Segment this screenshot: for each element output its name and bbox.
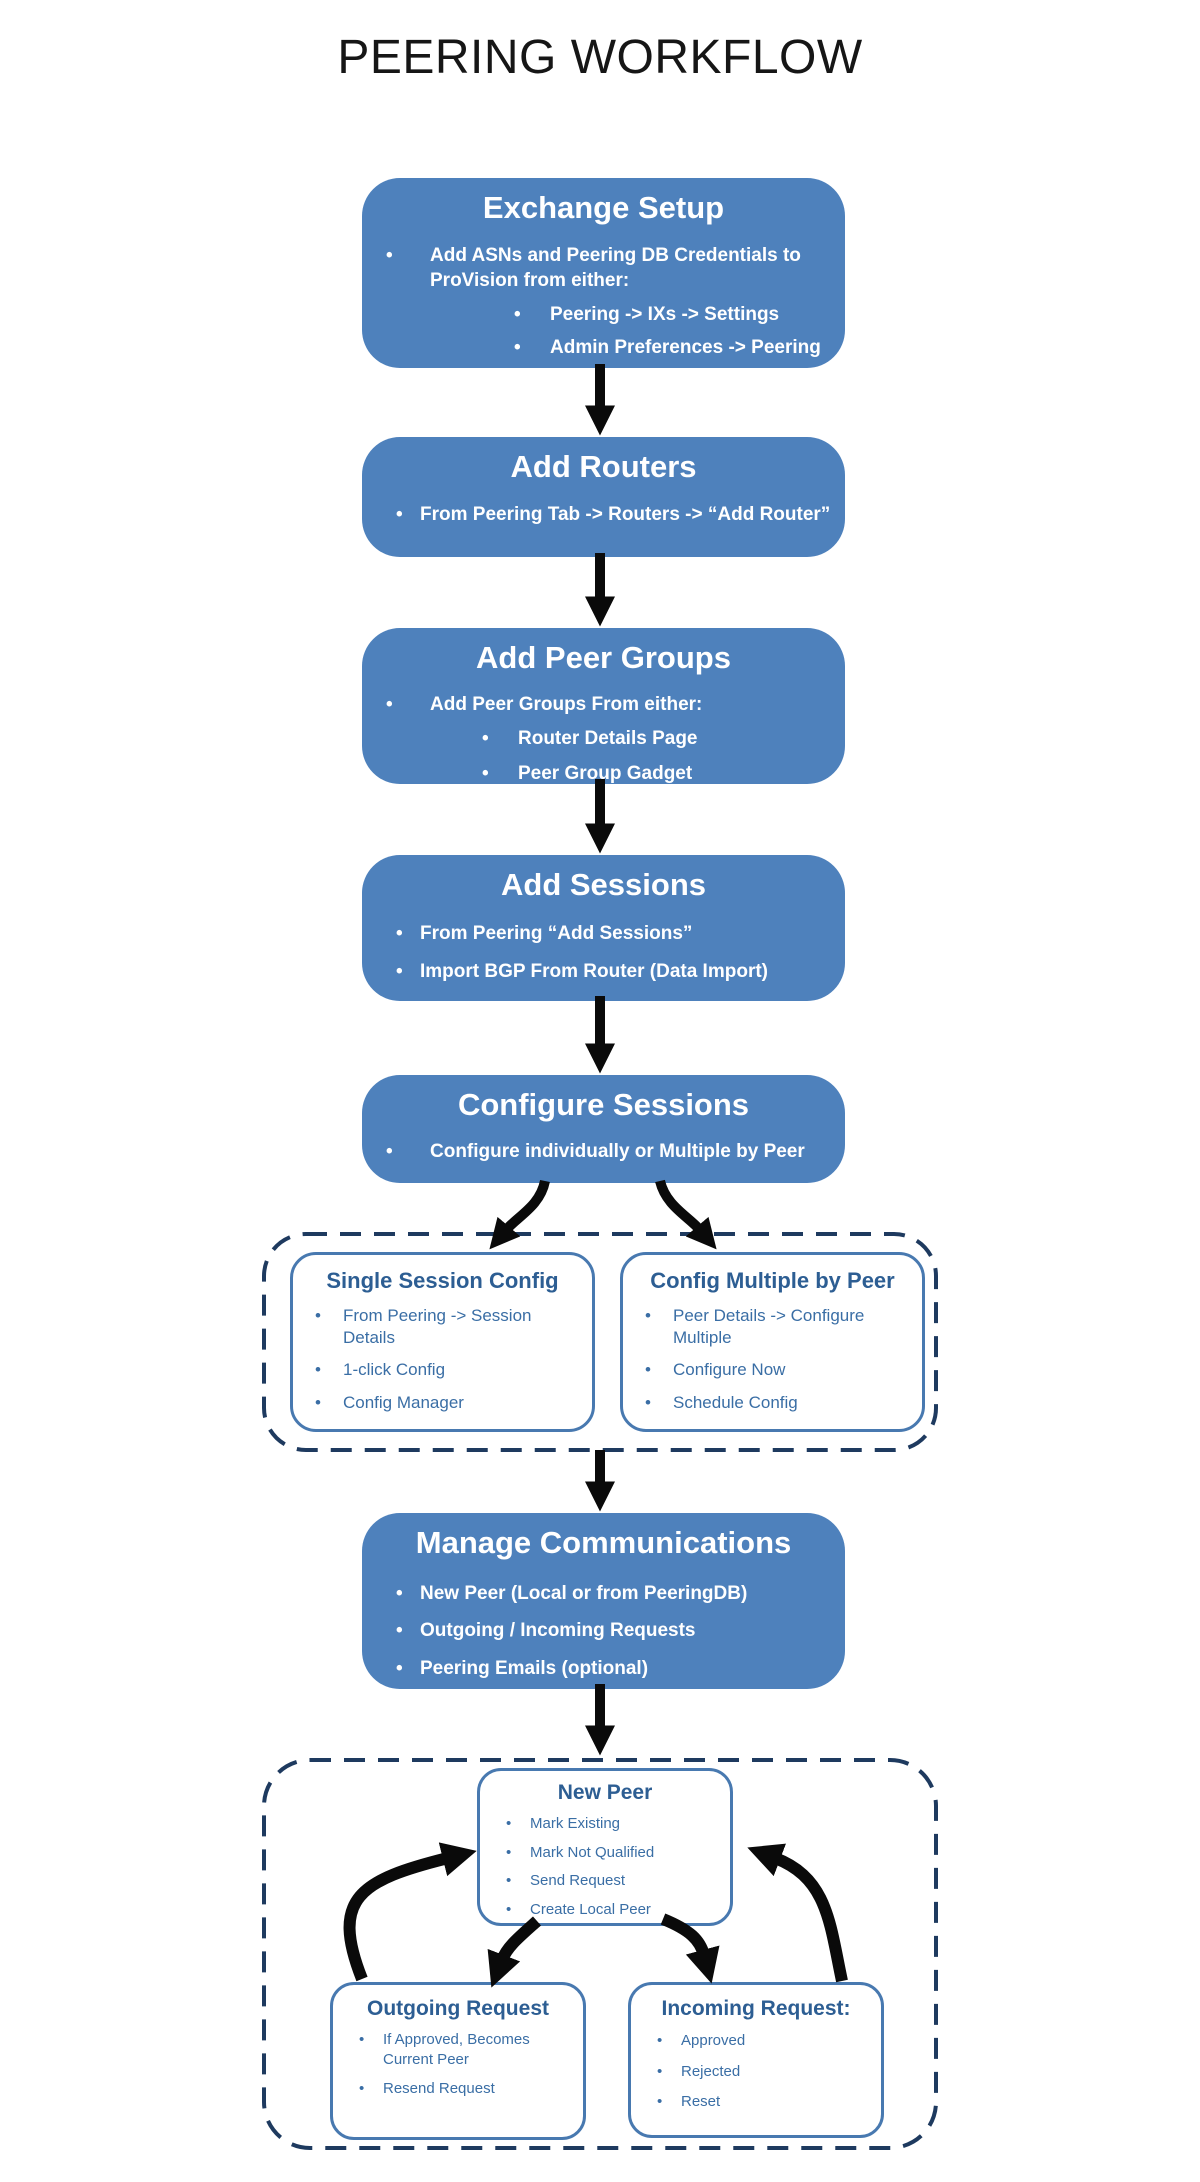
bullet-item: Approved	[657, 2031, 881, 2051]
sub-box-single-session-config: Single Session Config From Peering -> Se…	[290, 1252, 595, 1432]
sub-box-config-multiple-by-peer: Config Multiple by Peer Peer Details -> …	[620, 1252, 925, 1432]
flow-box-add-peer-groups: Add Peer Groups Add Peer Groups From eit…	[362, 628, 845, 784]
bullet-text: Send Request	[530, 1872, 626, 1890]
bullet-item: Add Peer Groups From either:	[386, 692, 845, 717]
bullet-text: Add Peer Groups From either:	[430, 693, 703, 715]
flow-box-configure-sessions: Configure Sessions Configure individuall…	[362, 1075, 845, 1183]
bullet-text: 1-click Config	[343, 1360, 446, 1380]
box-title: Add Peer Groups	[476, 640, 731, 675]
bullet-text: Admin Preferences -> Peering	[550, 337, 821, 358]
sub-bullet-list: Peering -> IXs -> Settings Admin Prefere…	[514, 302, 845, 361]
box-title: Incoming Request:	[661, 1997, 851, 2020]
bullet-item: Router Details Page	[482, 726, 845, 751]
bullet-list: From Peering -> Session Details 1-click …	[315, 1305, 592, 1413]
box-title: Exchange Setup	[482, 190, 725, 225]
sub-box-outgoing-request: Outgoing Request If Approved, Becomes Cu…	[330, 1982, 586, 2140]
bullet-text: Configure Now	[673, 1360, 786, 1380]
bullet-item: If Approved, Becomes Current Peer	[359, 2030, 583, 2069]
bullet-item: From Peering “Add Sessions”	[396, 921, 845, 946]
page-title: PEERING WORKFLOW	[337, 31, 863, 84]
bullet-text: Config Manager	[343, 1392, 464, 1412]
flow-box-exchange-setup: Exchange Setup Add ASNs and Peering DB C…	[362, 178, 845, 368]
bullet-text: Configure individually or Multiple by Pe…	[430, 1140, 805, 1162]
bullet-item: Configure Now	[645, 1359, 922, 1381]
bullet-item: Rejected	[657, 2062, 881, 2082]
bullet-text: Reset	[681, 2093, 721, 2111]
bullet-list: Approved Rejected Reset	[657, 2031, 881, 2112]
bullet-text: Create Local Peer	[530, 1900, 651, 1918]
bullet-item: Admin Preferences -> Peering	[514, 335, 845, 360]
flow-box-manage-communications: Manage Communications New Peer (Local or…	[362, 1513, 845, 1689]
bullet-item: Peer Details -> Configure Multiple	[645, 1305, 922, 1349]
box-title: Manage Communications	[415, 1525, 792, 1560]
bullet-item: Configure individually or Multiple by Pe…	[386, 1139, 845, 1164]
bullet-item: Add ASNs and Peering DB Credentials to P…	[386, 243, 845, 294]
bullet-item: Mark Not Qualified	[506, 1843, 730, 1863]
bullet-list: Add Peer Groups From either:	[386, 692, 845, 717]
bullet-item: From Peering Tab -> Routers -> “Add Rout…	[396, 502, 845, 527]
box-title: Outgoing Request	[367, 1997, 549, 2020]
bullet-list: If Approved, Becomes Current Peer Resend…	[359, 2030, 583, 2099]
bullet-text: Add ASNs and Peering DB Credentials to P…	[430, 244, 801, 292]
bullet-list: Peer Details -> Configure Multiple Confi…	[645, 1305, 922, 1413]
bullet-item: New Peer (Local or from PeeringDB)	[396, 1581, 845, 1606]
box-title: Add Routers	[510, 449, 697, 484]
bullet-item: 1-click Config	[315, 1359, 592, 1381]
bullet-item: Resend Request	[359, 2079, 583, 2099]
bullet-list: Mark Existing Mark Not Qualified Send Re…	[506, 1814, 730, 1919]
bullet-text: From Peering -> Session Details	[343, 1306, 532, 1348]
bullet-item: Import BGP From Router (Data Import)	[396, 959, 845, 984]
box-title: New Peer	[557, 1781, 653, 1804]
bullet-text: Outgoing / Incoming Requests	[420, 1620, 696, 1642]
bullet-item: Peering Emails (optional)	[396, 1656, 845, 1681]
bullet-text: Peering -> IXs -> Settings	[550, 303, 780, 325]
box-title: Config Multiple by Peer	[650, 1268, 895, 1293]
box-title: Add Sessions	[501, 867, 706, 902]
bullet-text: Schedule Config	[673, 1392, 798, 1412]
bullet-text: Mark Not Qualified	[530, 1843, 655, 1861]
arrow-outgoing-to-new-peer	[343, 1842, 477, 1982]
box-title: Configure Sessions	[457, 1087, 750, 1122]
bullet-text: Approved	[681, 2032, 746, 2050]
arrow-configure-to-config-multiple	[655, 1179, 717, 1250]
bullet-item: Create Local Peer	[506, 1900, 730, 1920]
bullet-item: Config Manager	[315, 1392, 592, 1414]
bullet-text: If Approved, Becomes Current Peer	[383, 2031, 530, 2068]
bullet-item: Send Request	[506, 1871, 730, 1891]
bullet-item: Outgoing / Incoming Requests	[396, 1618, 845, 1643]
bullet-text: Peer Group Gadget	[518, 762, 693, 784]
bullet-list: From Peering Tab -> Routers -> “Add Rout…	[396, 502, 845, 527]
bullet-text: Router Details Page	[518, 728, 698, 750]
bullet-text: New Peer (Local or from PeeringDB)	[420, 1582, 748, 1604]
bullet-text: Mark Existing	[530, 1815, 621, 1833]
bullet-list: Configure individually or Multiple by Pe…	[386, 1139, 845, 1164]
bullet-text: Peer Details -> Configure Multiple	[673, 1306, 865, 1348]
bullet-text: From Peering “Add Sessions”	[420, 922, 693, 944]
bullet-list: From Peering “Add Sessions” Import BGP F…	[396, 921, 845, 985]
sub-bullet-list: Router Details Page Peer Group Gadget	[482, 726, 845, 786]
arrow-incoming-to-new-peer	[747, 1843, 848, 1983]
bullet-text: Import BGP From Router (Data Import)	[420, 961, 768, 983]
arrow-new-peer-to-outgoing	[487, 1916, 542, 1988]
bullet-item: Reset	[657, 2092, 881, 2112]
bullet-item: Schedule Config	[645, 1392, 922, 1414]
bullet-text: Rejected	[681, 2062, 741, 2080]
arrow-configure-to-single-session	[489, 1179, 550, 1250]
bullet-text: Peering Emails (optional)	[420, 1657, 649, 1679]
bullet-text: Resend Request	[383, 2080, 495, 2098]
bullet-item: Mark Existing	[506, 1814, 730, 1834]
box-title: Single Session Config	[326, 1268, 559, 1293]
bullet-list: Add ASNs and Peering DB Credentials to P…	[386, 243, 845, 294]
bullet-item: Peer Group Gadget	[482, 761, 845, 786]
bullet-item: Peering -> IXs -> Settings	[514, 302, 845, 327]
sub-box-new-peer: New Peer Mark Existing Mark Not Qualifie…	[477, 1768, 733, 1926]
sub-box-incoming-request: Incoming Request: Approved Rejected Rese…	[628, 1982, 884, 2138]
bullet-text: From Peering Tab -> Routers -> “Add Rout…	[420, 503, 831, 525]
bullet-item: From Peering -> Session Details	[315, 1305, 592, 1349]
flow-box-add-routers: Add Routers From Peering Tab -> Routers …	[362, 437, 845, 557]
flow-box-add-sessions: Add Sessions From Peering “Add Sessions”…	[362, 855, 845, 1001]
bullet-list: New Peer (Local or from PeeringDB) Outgo…	[396, 1581, 845, 1681]
